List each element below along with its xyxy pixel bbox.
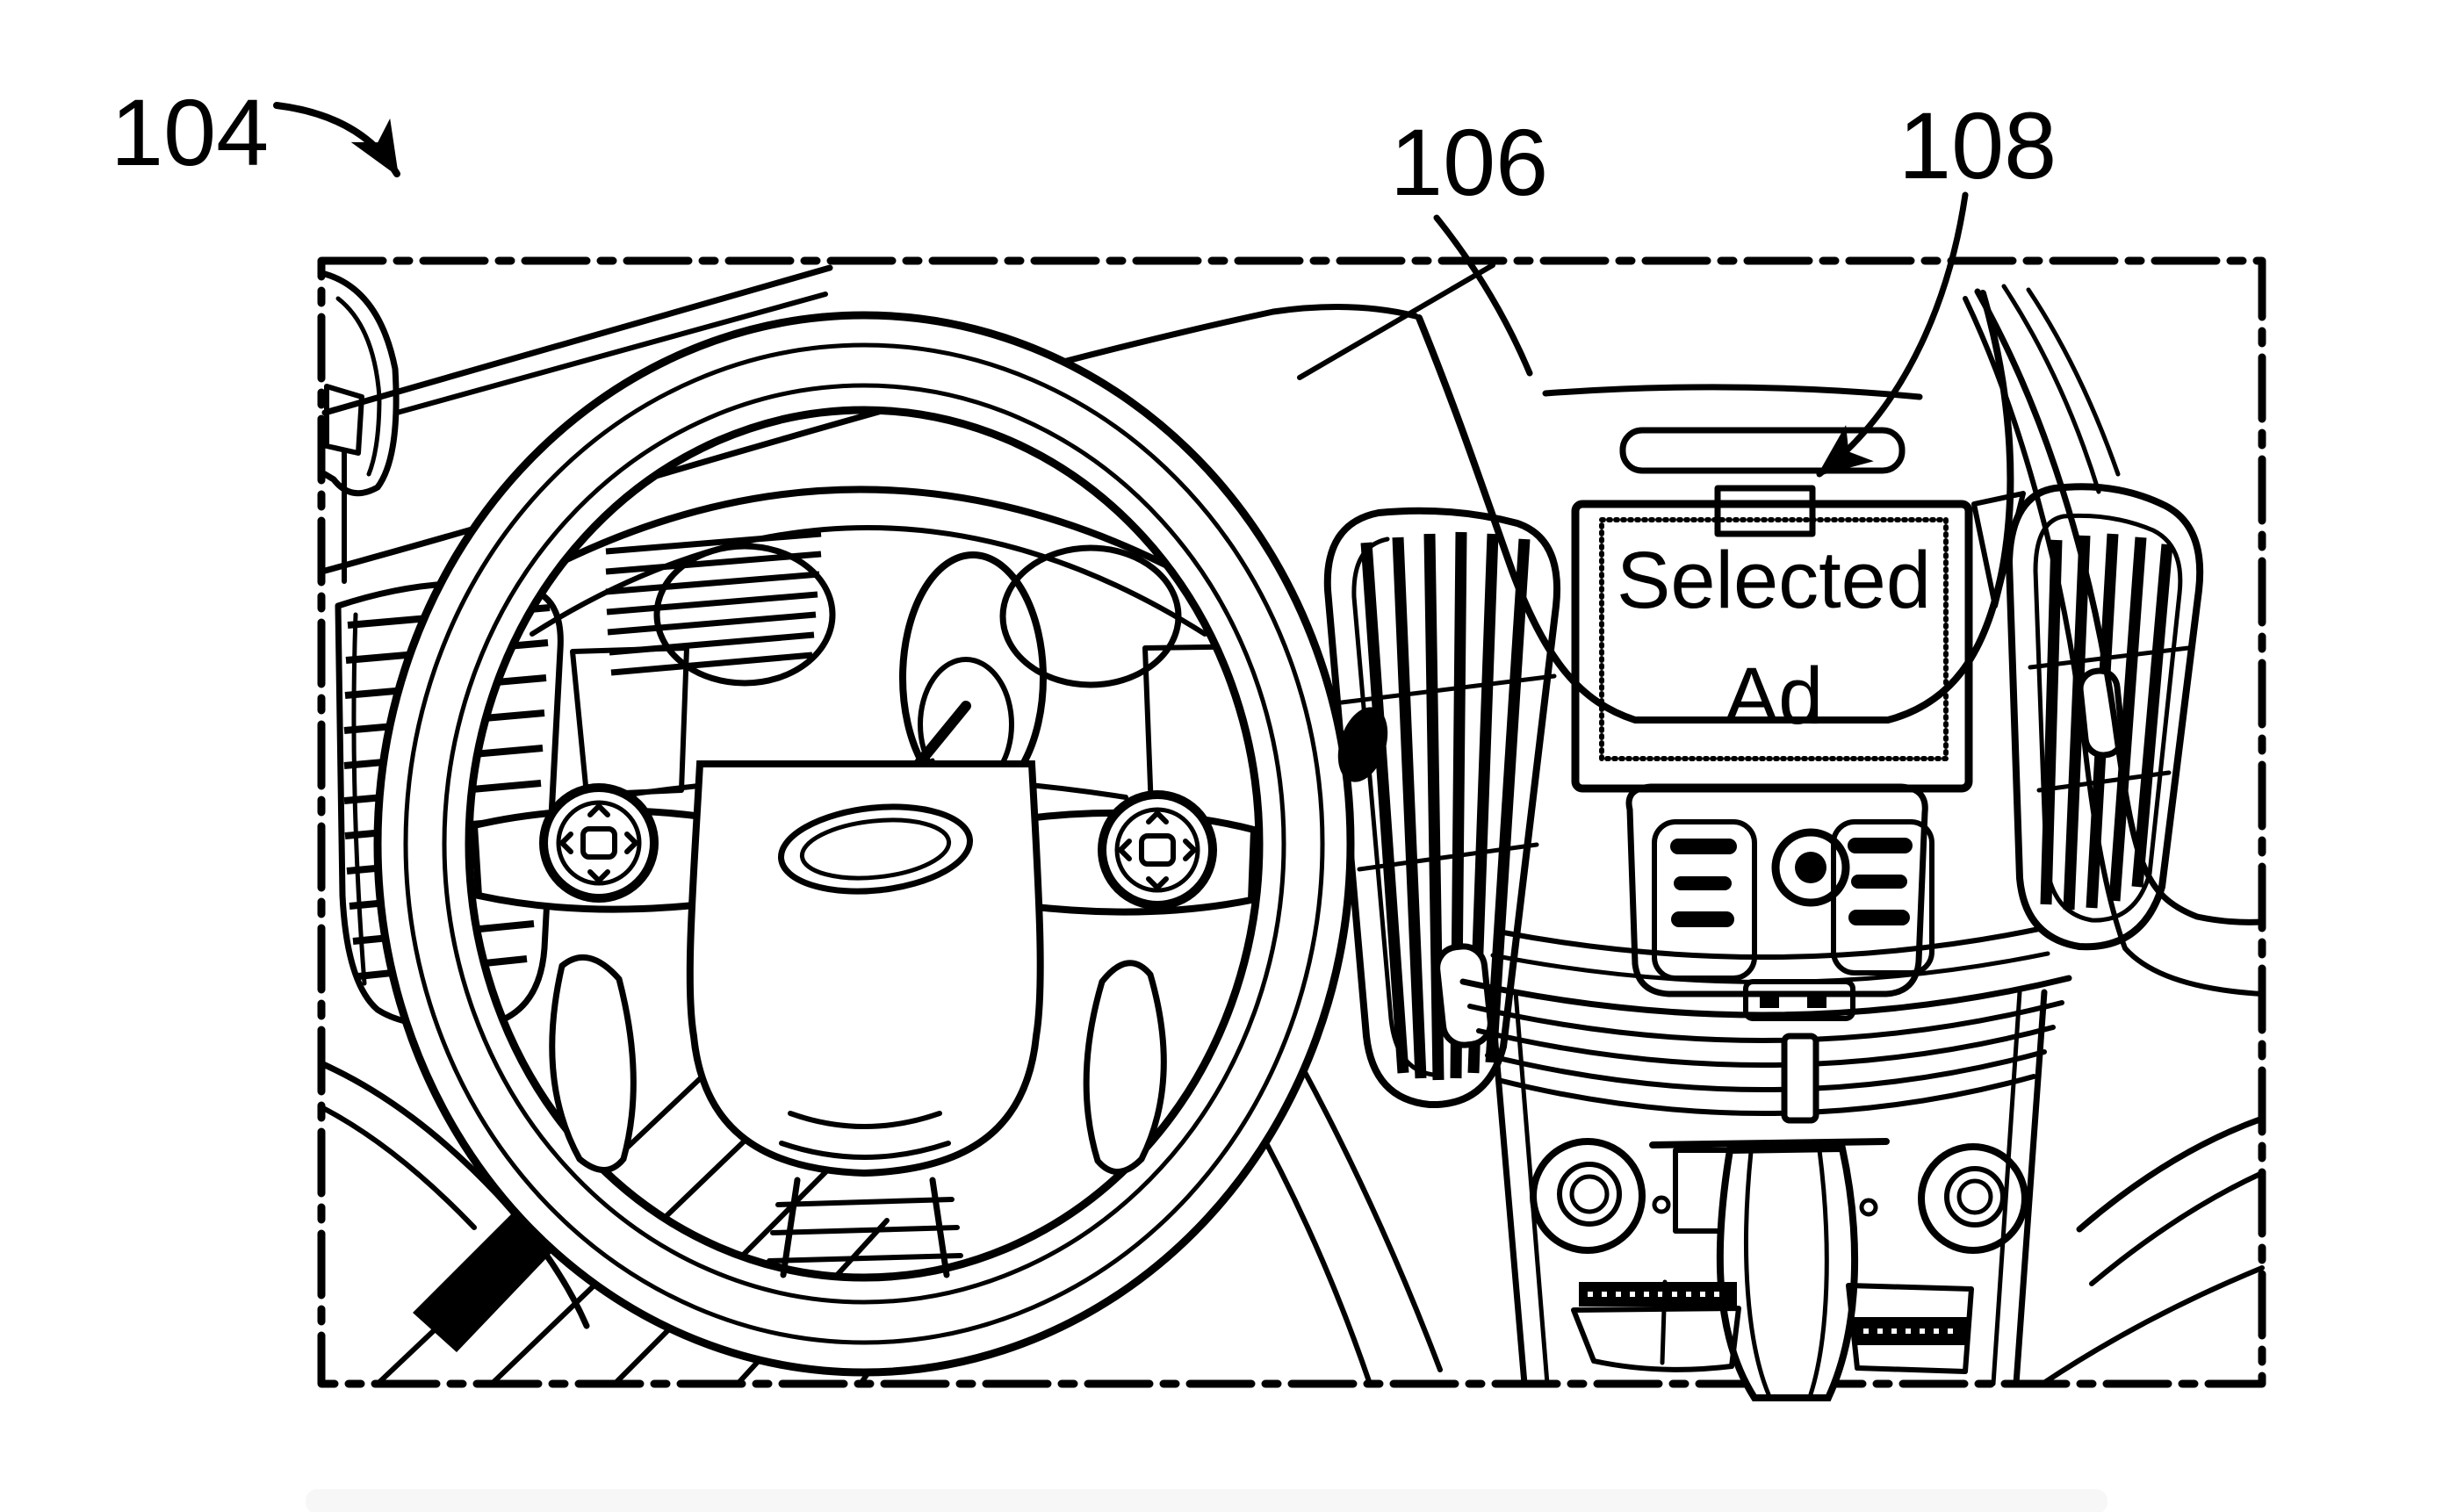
ref-leader-106 xyxy=(1433,214,1533,377)
dash-speaker-slot xyxy=(1619,427,1906,474)
steering-wheel xyxy=(373,311,1355,1377)
next-sheet-edge xyxy=(306,1489,2107,1512)
display-text-line2: Ad xyxy=(1725,652,1824,741)
infotainment-display: Selected Ad xyxy=(1571,500,1973,793)
ref-arrow-104 xyxy=(273,102,400,177)
climate-knob xyxy=(1771,828,1850,907)
ref-label-108: 108 xyxy=(1898,92,2057,198)
shifter-base-plate xyxy=(1649,1138,1890,1148)
display-sensor-housing xyxy=(1714,485,1816,537)
console-left-tray xyxy=(1571,1279,1741,1372)
console-right-knob xyxy=(1918,1143,2028,1254)
ref-106: 106 xyxy=(1390,109,1548,377)
side-mirror xyxy=(321,270,400,584)
climate-left-buttons xyxy=(1652,819,1757,981)
cluster-left-pod xyxy=(653,543,836,687)
ref-104: 104 xyxy=(111,79,400,185)
cluster-right-pod xyxy=(999,544,1182,688)
ref-label-106: 106 xyxy=(1390,109,1548,215)
center-right-vent xyxy=(1971,483,2204,951)
right-dpad-control xyxy=(1098,790,1217,910)
ref-arrow-108 xyxy=(1816,191,1969,478)
vehicle-interior-boundary xyxy=(317,256,2266,1388)
climate-right-buttons xyxy=(1831,819,1934,976)
trim-center-seam xyxy=(1781,1033,1819,1124)
left-dpad-control xyxy=(539,783,659,903)
wheel-lower-left-cutout xyxy=(549,954,637,1173)
ref-label-104: 104 xyxy=(111,79,269,185)
center-stack-cowl xyxy=(1416,290,2014,724)
column-stalk xyxy=(1337,707,1388,782)
console-trim-band xyxy=(1459,926,2072,1124)
steering-wheel-rim xyxy=(373,311,1355,1377)
passenger-dash xyxy=(1234,284,2266,1386)
console-left-knob xyxy=(1530,1138,1646,1254)
wheel-lower-right-cutout xyxy=(1083,960,1167,1175)
vent-adjuster-handle xyxy=(1434,943,1494,1048)
console-right-tray xyxy=(1846,1283,1974,1374)
display-text-line1: Selected xyxy=(1617,536,1931,625)
gear-shifter xyxy=(1716,1144,1859,1401)
display-screen xyxy=(1599,517,1949,761)
climate-control-panel xyxy=(1625,783,1934,1021)
center-console xyxy=(1488,989,2048,1401)
brand-emblem xyxy=(777,803,974,895)
ref-108: 108 xyxy=(1816,92,2057,478)
tweeter-grille xyxy=(1971,491,2026,608)
